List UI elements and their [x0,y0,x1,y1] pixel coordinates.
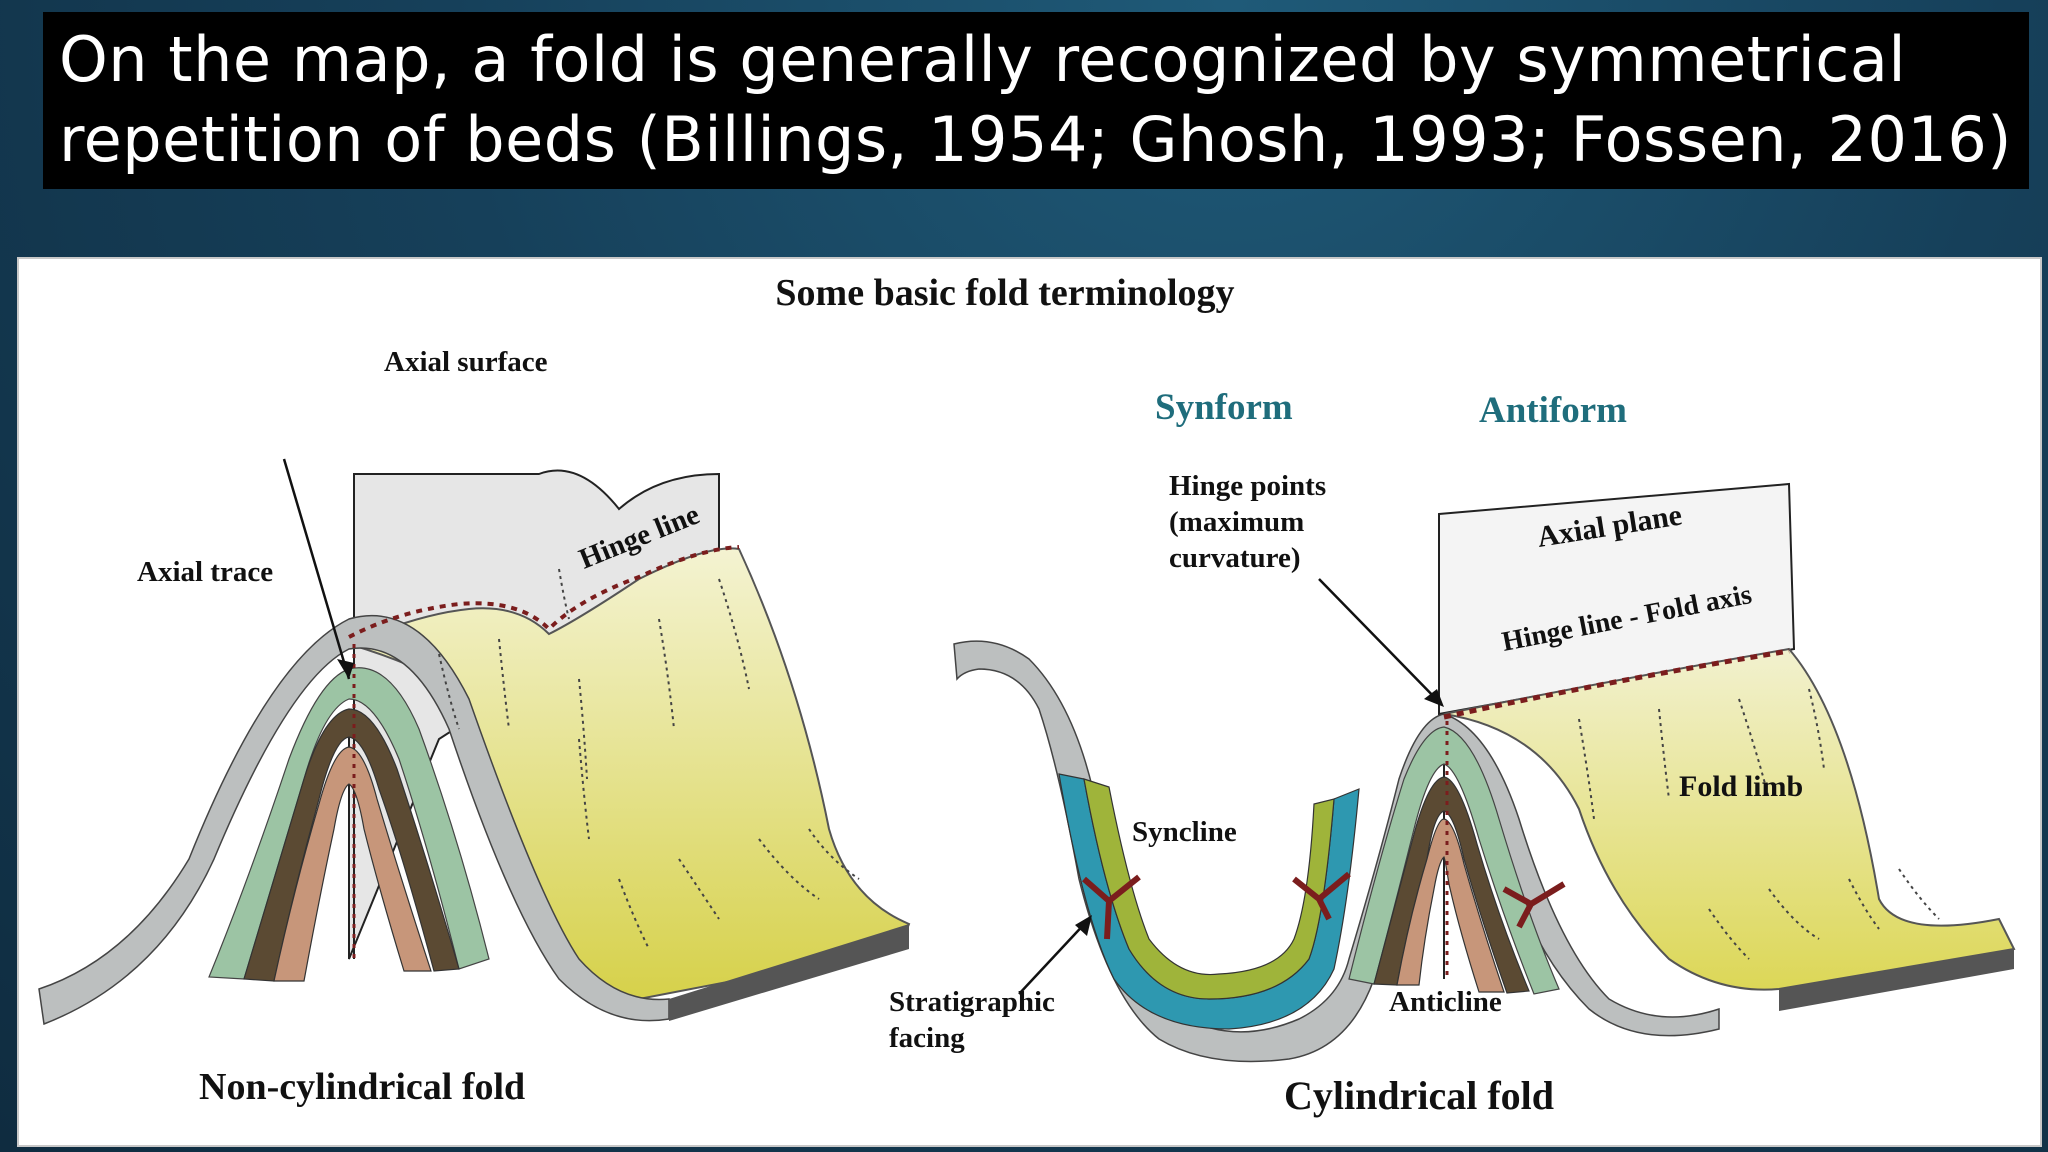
dark-layer [243,708,460,982]
axial-trace-arrow [282,458,351,680]
label-antiform: Antiform [1479,390,1627,431]
label-stratigraphic-facing-1: Stratigraphic [889,986,1055,1018]
label-hinge-points-1: Hinge points [1169,470,1326,502]
label-axial-trace: Axial trace [137,556,273,588]
stratigraphic-facing-markers [1082,871,1566,940]
label-synform: Synform [1155,387,1293,428]
label-hinge-points-3: curvature) [1169,542,1301,574]
label-axial-surface: Axial surface [384,346,548,378]
fold-diagram: Some basic fold terminology [38,272,2016,1118]
cylindrical-fold-drawing [953,482,2016,1063]
hinge-line-marker [348,545,740,639]
green-layer-2 [1348,726,1560,995]
label-syncline: Syncline [1132,816,1237,848]
label-non-cylindrical-fold: Non-cylindrical fold [199,1066,525,1108]
figure-heading: Some basic fold terminology [775,272,1234,314]
label-stratigraphic-facing-2: facing [889,1022,965,1054]
hinge-line-fold-axis-marker [1443,648,1790,720]
limb-base [669,924,909,1021]
dark-layer-2 [1373,776,1530,994]
fold-limb-surface-2 [1443,647,2016,991]
title-bar: On the map, a fold is generally recogniz… [43,12,2029,189]
olive-layer [1083,778,1335,1000]
label-cylindrical-fold: Cylindrical fold [1284,1073,1554,1118]
label-hinge-points-2: (maximum [1169,506,1304,538]
figure-panel: Some basic fold terminology [17,257,2042,1147]
axial-plane [1438,482,1796,716]
pink-layer-2 [1396,818,1505,993]
non-cylindrical-fold-drawing [38,458,911,1026]
pink-layer [273,746,432,982]
slide-title: On the map, a fold is generally recogniz… [59,23,2012,176]
label-fold-limb: Fold limb [1679,770,1803,803]
label-anticline: Anticline [1389,986,1502,1018]
